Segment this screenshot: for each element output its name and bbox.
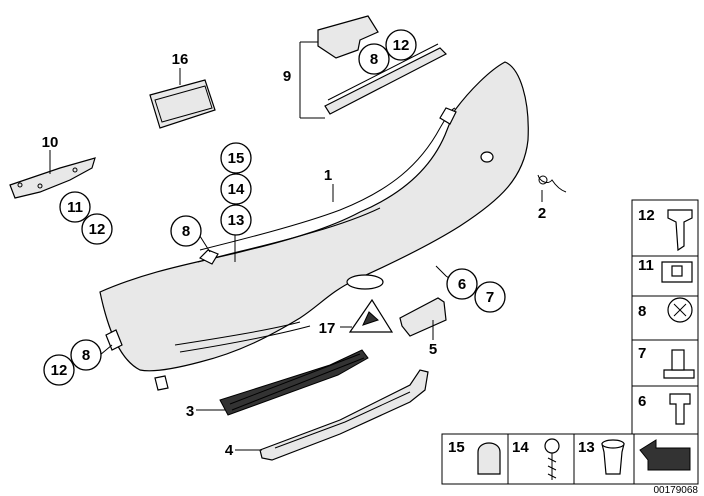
svg-text:7: 7: [638, 345, 646, 362]
svg-text:9: 9: [283, 68, 291, 85]
svg-text:1: 1: [324, 167, 332, 184]
side-item-6[interactable]: 6: [638, 393, 691, 425]
callout-9[interactable]: 9: [283, 68, 291, 85]
svg-text:00179068: 00179068: [654, 485, 699, 496]
part-5-bracket: [399, 297, 447, 340]
svg-text:15: 15: [228, 150, 245, 167]
svg-text:14: 14: [512, 439, 529, 456]
side-item-7[interactable]: 7: [638, 345, 695, 379]
callout-1[interactable]: 1: [324, 167, 332, 184]
side-item-12[interactable]: 12: [638, 207, 693, 252]
side-item-11[interactable]: 11: [638, 257, 693, 283]
svg-text:8: 8: [638, 303, 646, 320]
bottom-item-15[interactable]: 15: [448, 439, 501, 475]
side-panel: 12 11 8 7 6: [631, 199, 699, 435]
svg-text:17: 17: [319, 320, 336, 337]
callout-3[interactable]: 3: [186, 403, 194, 420]
svg-text:11: 11: [638, 257, 654, 274]
part-10-bracket: [9, 150, 96, 199]
callout-16[interactable]: 16: [172, 51, 189, 68]
svg-text:8: 8: [82, 347, 90, 364]
callout-5[interactable]: 5: [429, 341, 437, 358]
svg-text:13: 13: [578, 439, 595, 456]
side-item-8[interactable]: 8: [638, 297, 693, 323]
callout-12-top[interactable]: 12: [385, 29, 417, 61]
svg-text:10: 10: [42, 134, 59, 151]
callout-12-bottom[interactable]: 12: [43, 354, 75, 386]
svg-text:16: 16: [172, 51, 189, 68]
callout-2[interactable]: 2: [538, 205, 546, 222]
svg-text:12: 12: [638, 207, 655, 224]
callout-6[interactable]: 6: [446, 268, 478, 300]
svg-text:4: 4: [225, 442, 234, 459]
bottom-item-14[interactable]: 14: [512, 438, 560, 480]
part-4-reflector: [259, 369, 429, 461]
callout-14[interactable]: 14: [220, 173, 252, 205]
svg-text:15: 15: [448, 439, 465, 456]
bottom-panel: 15 14 13: [441, 433, 699, 485]
svg-text:6: 6: [458, 276, 466, 293]
part-17-warning-label: [340, 298, 394, 333]
callout-17[interactable]: 17: [319, 320, 336, 337]
bottom-item-13[interactable]: 13: [578, 439, 625, 475]
callout-8-center[interactable]: 8: [170, 215, 202, 247]
callout-13[interactable]: 13: [220, 204, 252, 236]
callout-12-left[interactable]: 12: [81, 213, 113, 245]
svg-text:8: 8: [370, 51, 378, 68]
svg-text:2: 2: [538, 205, 546, 222]
part-3-grille: [219, 349, 369, 416]
callout-15[interactable]: 15: [220, 142, 252, 174]
svg-text:12: 12: [89, 221, 106, 238]
svg-text:5: 5: [429, 341, 437, 358]
callout-11[interactable]: 11: [59, 191, 91, 223]
svg-text:14: 14: [228, 181, 245, 198]
callout-10[interactable]: 10: [42, 134, 59, 151]
part-16-pad: [149, 68, 216, 129]
svg-text:7: 7: [486, 289, 494, 306]
svg-text:12: 12: [393, 37, 410, 54]
rear-bumper-cover: [99, 61, 529, 391]
footer-code: 00179068: [654, 485, 699, 496]
svg-text:6: 6: [638, 393, 646, 410]
svg-text:8: 8: [182, 223, 190, 240]
svg-text:12: 12: [51, 362, 68, 379]
callout-8-bottom[interactable]: 8: [70, 339, 102, 371]
callout-4[interactable]: 4: [225, 442, 234, 459]
part-9-guide-rail: [299, 15, 448, 119]
bottom-item-arrow: [639, 439, 691, 471]
svg-text:3: 3: [186, 403, 194, 420]
svg-text:13: 13: [228, 212, 245, 229]
callout-7[interactable]: 7: [474, 281, 506, 313]
part-2-clip: [537, 174, 567, 202]
callout-8-top[interactable]: 8: [358, 43, 390, 75]
svg-text:11: 11: [67, 199, 83, 216]
